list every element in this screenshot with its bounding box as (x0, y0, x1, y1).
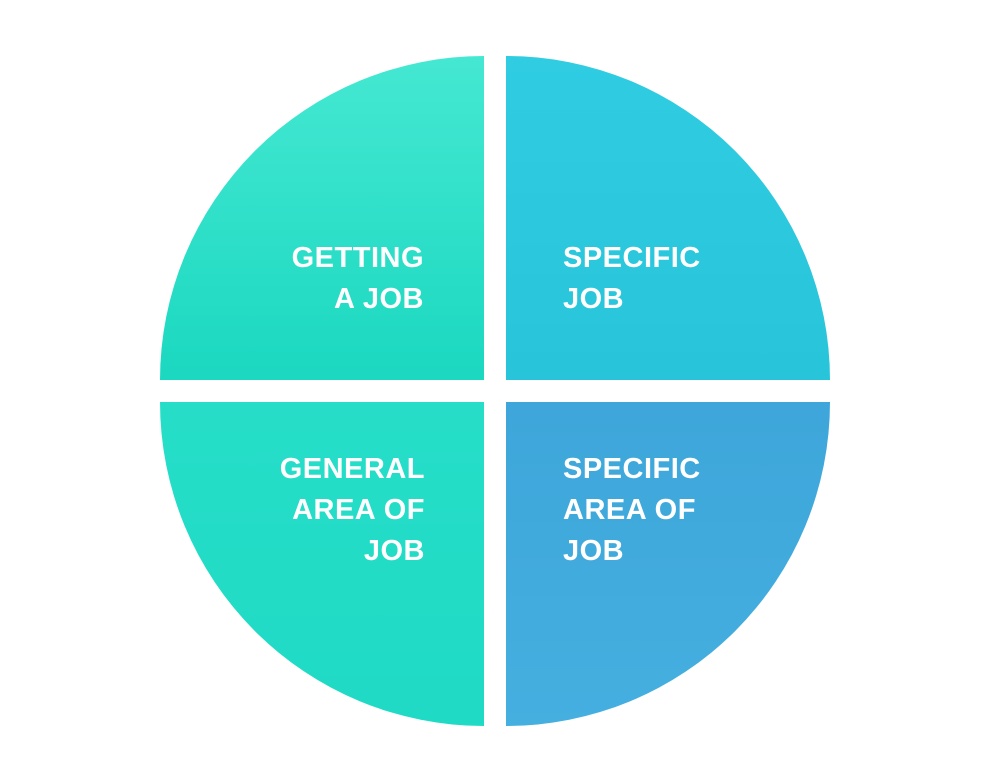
label-line: JOB (563, 283, 625, 315)
label-line: AREA OF (563, 494, 696, 526)
quadrant-label-getting-a-job: GETTING A JOB (292, 238, 424, 320)
quadrant-label-specific-area-of-job: SPECIFIC AREA OF JOB (563, 449, 701, 572)
quadrant-specific-job: SPECIFIC JOB (506, 56, 830, 380)
label-line: JOB (363, 535, 425, 567)
label-line: GENERAL (279, 453, 425, 485)
label-line: SPECIFIC (563, 242, 701, 274)
quadrant-label-specific-job: SPECIFIC JOB (563, 238, 701, 320)
quadrant-general-area-of-job: GENERAL AREA OF JOB (160, 402, 484, 726)
label-line: A JOB (333, 283, 424, 315)
quadrant-label-general-area-of-job: GENERAL AREA OF JOB (280, 449, 425, 572)
label-line: JOB (563, 535, 625, 567)
circle-chart: GETTING A JOB SPECIFIC JOB GENERAL AREA … (160, 56, 830, 726)
quadrant-getting-a-job: GETTING A JOB (160, 56, 484, 380)
label-line: SPECIFIC (563, 453, 701, 485)
label-line: GETTING (291, 242, 424, 274)
label-line: AREA OF (292, 494, 425, 526)
quadrant-specific-area-of-job: SPECIFIC AREA OF JOB (506, 402, 830, 726)
